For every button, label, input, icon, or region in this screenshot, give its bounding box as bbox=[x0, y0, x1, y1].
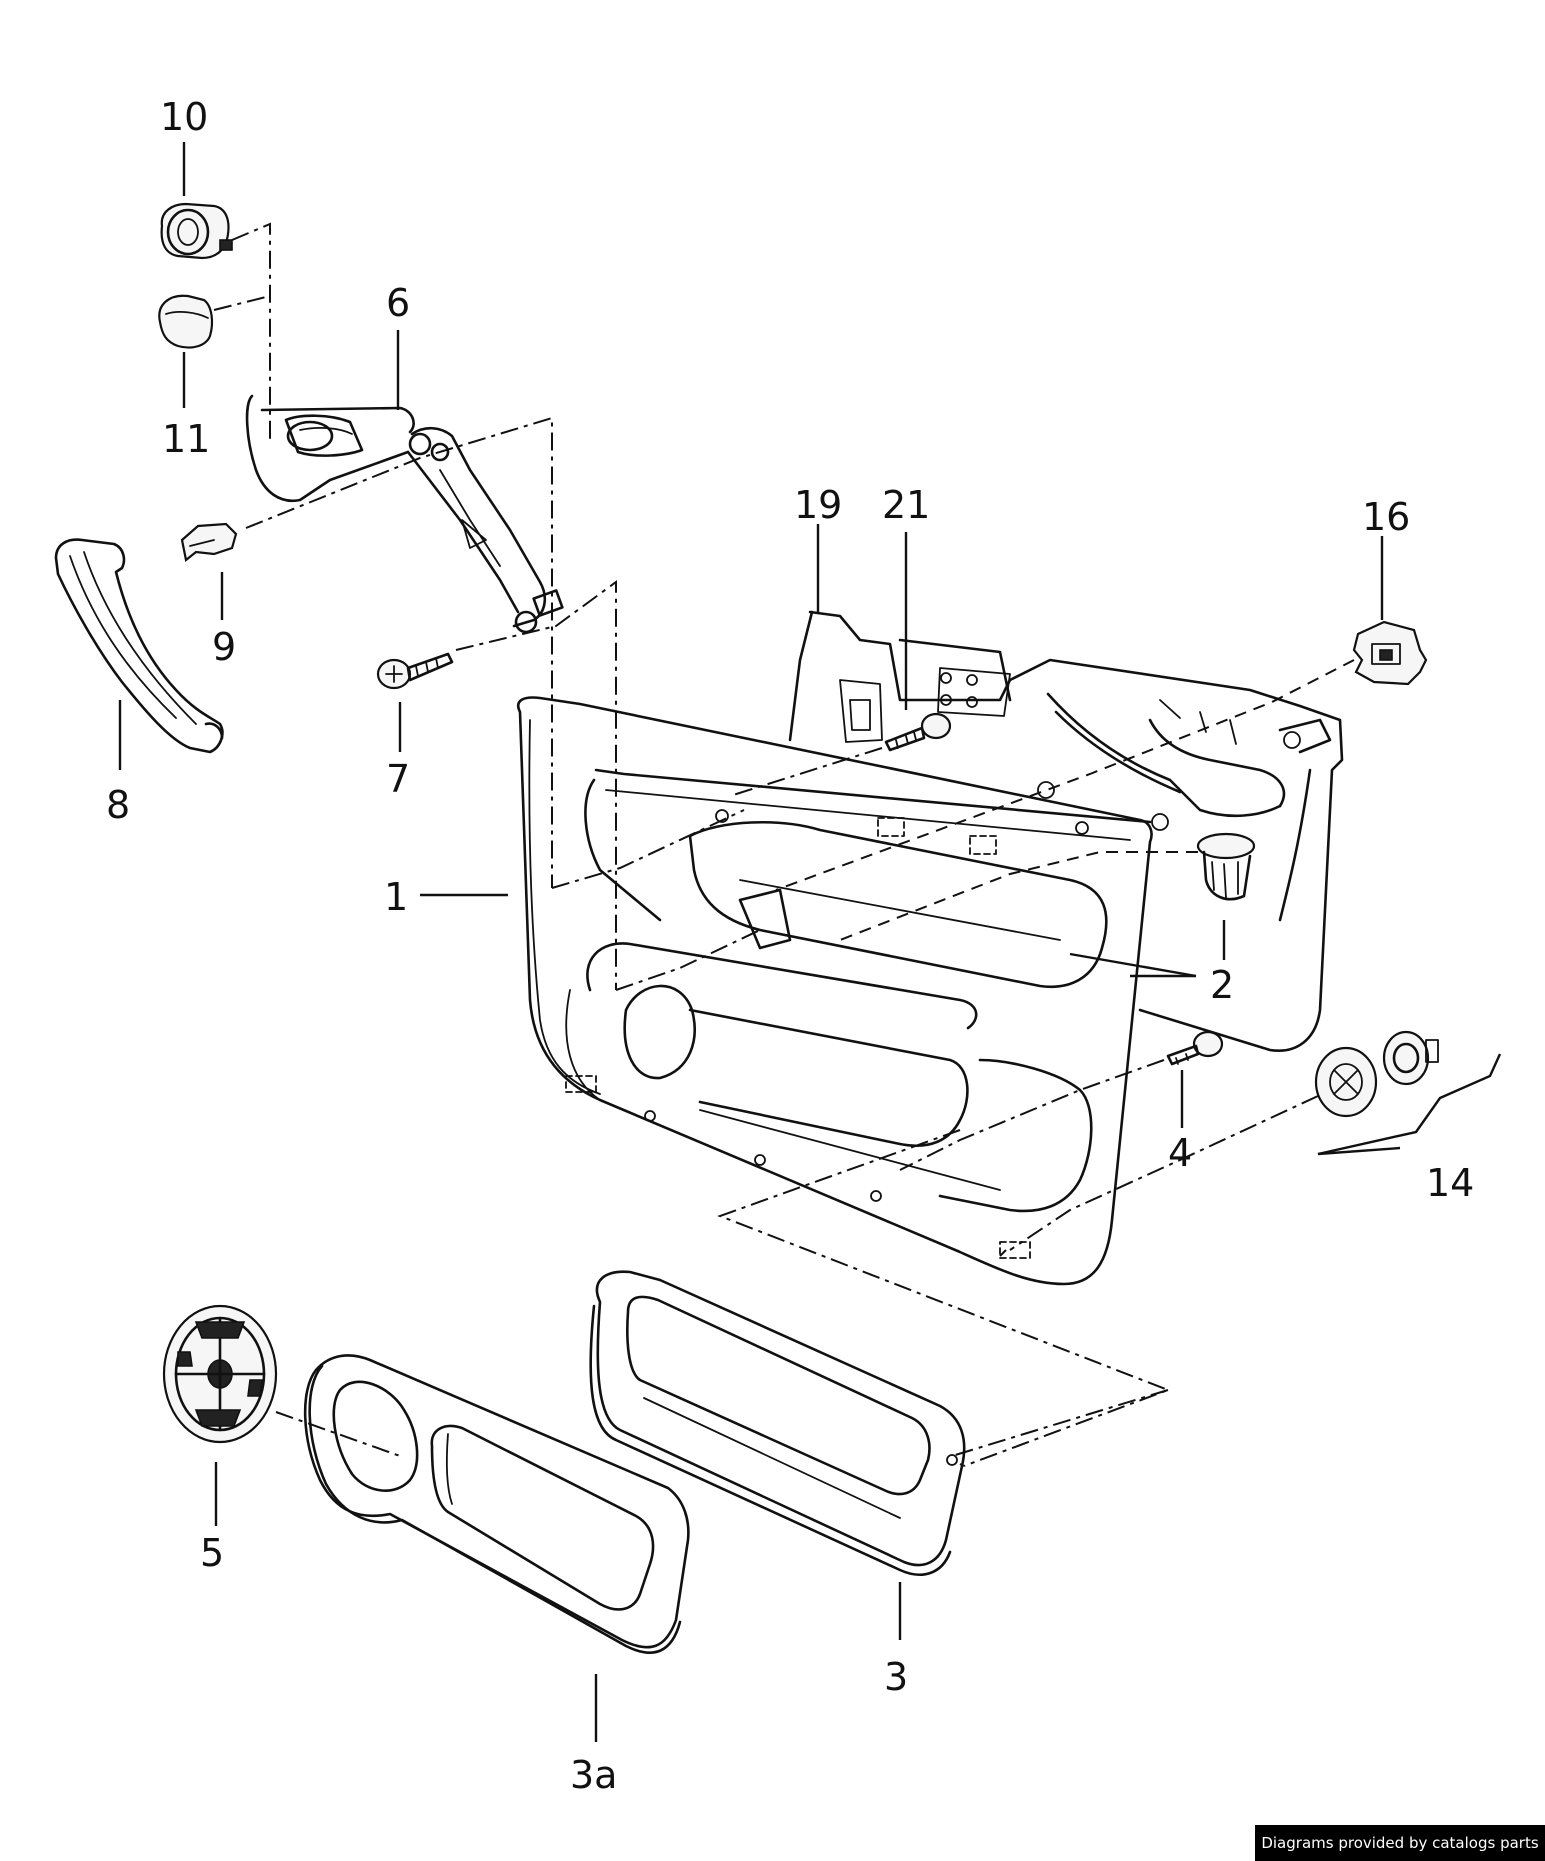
callout-4: 4 bbox=[1168, 1131, 1192, 1175]
leader-lines bbox=[118, 142, 1502, 1742]
callout-1: 1 bbox=[384, 875, 408, 919]
part-1-door-trim-panel bbox=[517, 696, 1153, 1286]
assembly-lines bbox=[213, 222, 1355, 1467]
part-14-bushes bbox=[1314, 1030, 1439, 1118]
callout-3a: 3a bbox=[570, 1753, 617, 1797]
part-16-clip bbox=[1352, 620, 1428, 686]
callout-11: 11 bbox=[162, 417, 210, 461]
part-19-door-carrier bbox=[788, 610, 1344, 1052]
part-10-cap bbox=[160, 202, 233, 260]
part-21-screw bbox=[884, 712, 952, 752]
callout-19: 19 bbox=[794, 483, 842, 527]
callout-10: 10 bbox=[160, 95, 208, 139]
part-5-speaker-grille bbox=[162, 1304, 278, 1444]
part-3a-trim-ring bbox=[303, 1354, 690, 1654]
credit-banner: Diagrams provided by catalogs parts bbox=[1255, 1825, 1545, 1861]
part-7-screw bbox=[376, 652, 454, 690]
callout-21: 21 bbox=[882, 483, 930, 527]
callout-3: 3 bbox=[884, 1655, 908, 1699]
part-4-screw bbox=[1166, 1030, 1224, 1066]
callout-9: 9 bbox=[212, 625, 236, 669]
callout-2: 2 bbox=[1210, 963, 1234, 1007]
part-9-clip bbox=[180, 522, 238, 562]
callout-14: 14 bbox=[1426, 1161, 1474, 1205]
part-3-trim-ring bbox=[589, 1270, 966, 1576]
part-8-grip bbox=[54, 538, 224, 754]
part-2-clip bbox=[1196, 832, 1256, 901]
part-6-handle-bracket bbox=[245, 394, 564, 634]
callout-16: 16 bbox=[1362, 495, 1410, 539]
callout-7: 7 bbox=[386, 757, 410, 801]
callout-6: 6 bbox=[386, 281, 410, 325]
callout-8: 8 bbox=[106, 783, 130, 827]
callout-numbers: 10 11 6 9 8 7 19 21 16 1 2 4 14 5 3 3a bbox=[106, 95, 1474, 1797]
part-11-cap bbox=[158, 294, 214, 349]
callout-5: 5 bbox=[200, 1531, 224, 1575]
